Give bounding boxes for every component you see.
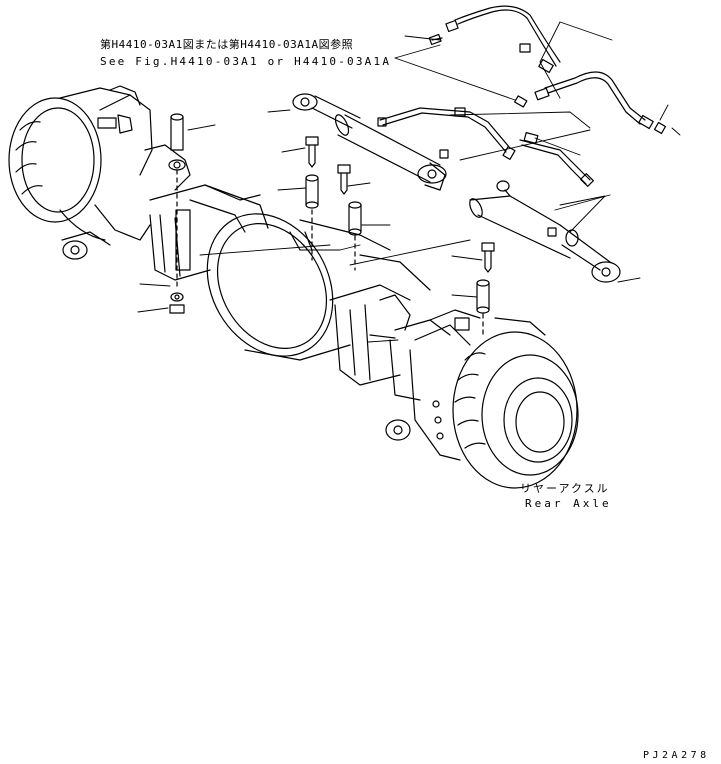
hydraulic-hoses <box>379 5 667 187</box>
leader-lines <box>137 21 681 343</box>
left-wheel-hub <box>8 85 153 260</box>
cylinder-upper <box>292 93 449 191</box>
reference-note-japanese: 第H4410-03A1図または第H4410-03A1A図参照 <box>100 38 354 51</box>
fasteners <box>168 113 495 336</box>
cylinder-lower <box>469 180 621 283</box>
drawing-code: PJ2A278 <box>643 750 710 761</box>
reference-note-english: See Fig.H4410-03A1 or H4410-03A1A <box>100 55 392 68</box>
assembly-label-japanese: リヤーアクスル <box>520 482 610 495</box>
right-wheel-hub <box>385 309 579 489</box>
assembly-label-english: Rear Axle <box>525 497 612 510</box>
axle-housing <box>144 144 451 401</box>
